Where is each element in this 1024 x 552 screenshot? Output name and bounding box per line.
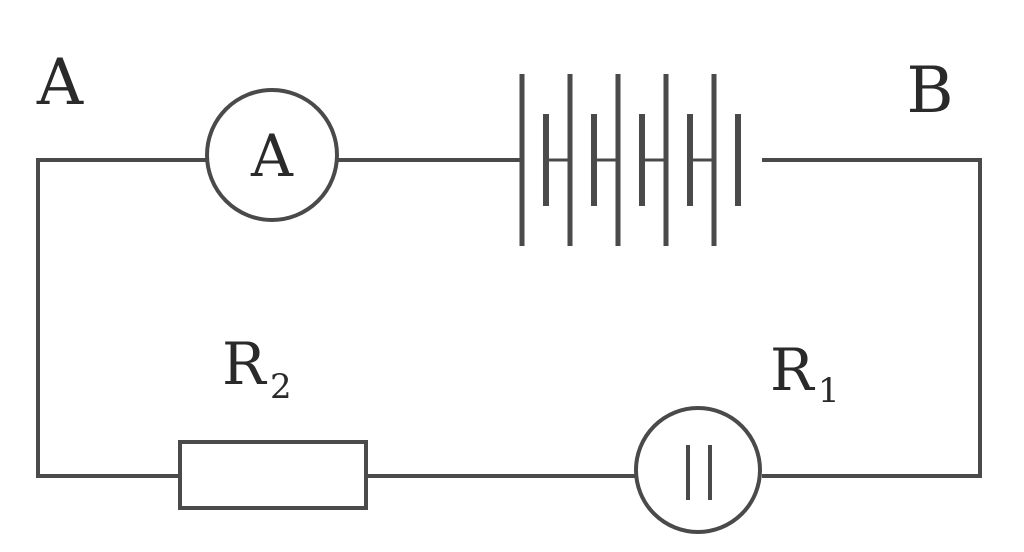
ammeter: A: [205, 88, 339, 222]
resistor-r1: [634, 406, 762, 534]
resistor-r1-circle: [634, 406, 762, 534]
resistor-r2-label-main: R: [222, 330, 268, 398]
resistor-r1-label-main: R: [770, 336, 816, 404]
resistor-r2-label: R 2: [222, 330, 292, 407]
battery: [519, 74, 741, 246]
node-label-b: B: [906, 54, 953, 128]
node-label-a: A: [36, 46, 84, 120]
resistor-r1-label: R 1: [770, 336, 840, 411]
ammeter-circle: [205, 88, 339, 222]
resistor-r2: [178, 440, 368, 510]
resistor-r2-label-sub: 2: [270, 367, 292, 407]
resistor-r1-label-sub: 1: [818, 371, 840, 411]
ammeter-symbol-label: A: [250, 122, 294, 190]
